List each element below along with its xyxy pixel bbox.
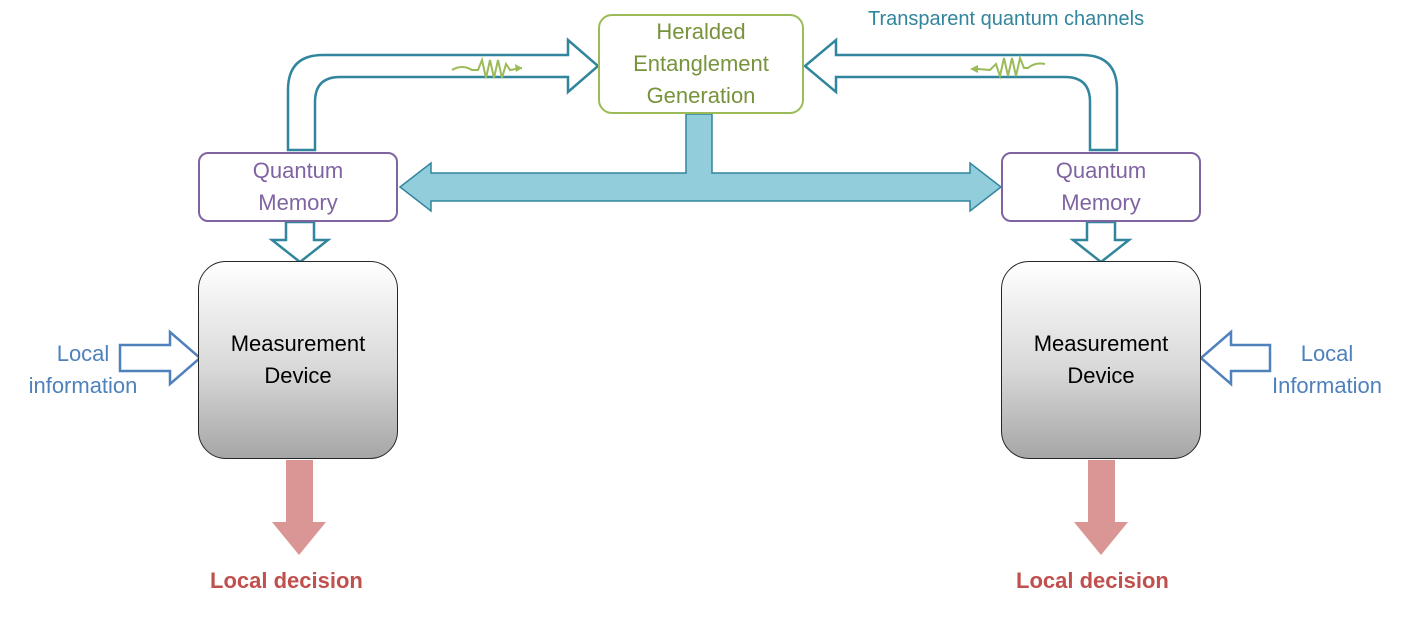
right-quantum-channel-arrow: [803, 37, 1119, 152]
photon-wave-icon-left: [451, 56, 523, 79]
left-quantum-memory-box: Quantum Memory: [198, 152, 398, 222]
photon-wave-arrowhead-left: [515, 64, 522, 72]
left-info-line2: information: [28, 373, 138, 398]
left-decision-arrow: [272, 460, 326, 555]
right-local-decision-label: Local decision: [1016, 568, 1169, 593]
heralded-label-line2: Entanglement: [633, 51, 769, 76]
transparent-channels-label: Transparent quantum channels: [868, 8, 1145, 30]
right-memory-to-device-arrow: [1069, 220, 1133, 264]
right-device-line2: Device: [1067, 363, 1135, 388]
right-local-information-arrow: [1199, 329, 1272, 387]
left-local-information-label: Local information: [8, 338, 158, 402]
right-memory-line1: Quantum: [1055, 158, 1147, 183]
left-memory-line1: Quantum: [252, 158, 344, 183]
right-memory-line2: Memory: [1061, 190, 1141, 215]
right-decision-arrow: [1074, 460, 1128, 555]
photon-wave-icon-right: [977, 54, 1046, 80]
left-device-line1: Measurement: [230, 331, 366, 356]
left-info-line1: Local: [56, 341, 110, 366]
heralded-label-line3: Generation: [646, 83, 756, 108]
right-info-line1: Local: [1300, 341, 1354, 366]
heralding-signal-arrow: [398, 113, 1003, 213]
right-quantum-memory-box: Quantum Memory: [1001, 152, 1201, 222]
left-device-line2: Device: [264, 363, 332, 388]
heralded-entanglement-box: Heralded Entanglement Generation: [598, 14, 804, 114]
right-device-line1: Measurement: [1033, 331, 1169, 356]
right-local-information-label: Local Information: [1252, 338, 1402, 402]
left-local-decision-label: Local decision: [210, 568, 363, 593]
right-measurement-device-box: Measurement Device: [1001, 261, 1201, 459]
left-measurement-device-box: Measurement Device: [198, 261, 398, 459]
photon-wave-arrowhead-right: [970, 65, 978, 73]
left-local-information-arrow: [118, 329, 202, 387]
left-quantum-channel-arrow: [286, 37, 600, 152]
left-memory-to-device-arrow: [268, 220, 332, 264]
heralded-label-line1: Heralded: [656, 19, 746, 44]
right-info-line2: Information: [1271, 373, 1383, 398]
left-memory-line2: Memory: [258, 190, 338, 215]
